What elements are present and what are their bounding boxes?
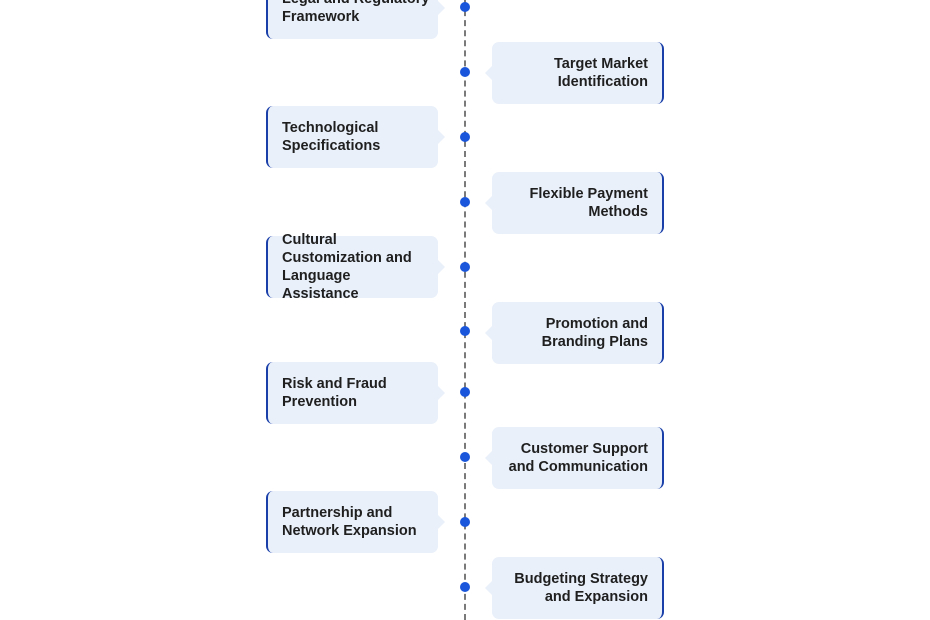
card-label: Cultural Customization and Language Assi… — [282, 232, 412, 302]
timeline-dot — [460, 2, 470, 12]
card-label: Legal and Regulatory Framework — [282, 0, 429, 25]
timeline-card-budgeting: Budgeting Strategy and Expansion — [485, 557, 664, 619]
timeline-dot — [460, 582, 470, 592]
card-label: Customer Support and Communication — [508, 441, 648, 475]
timeline-card-partnership: Partnership and Network Expansion — [266, 491, 445, 553]
timeline-dot — [460, 326, 470, 336]
timeline-card-risk: Risk and Fraud Prevention — [266, 362, 445, 424]
timeline-dot — [460, 517, 470, 527]
card-label: Budgeting Strategy and Expansion — [514, 571, 648, 605]
timeline-dot — [460, 387, 470, 397]
timeline-card-target-market: Target Market Identification — [485, 42, 664, 104]
timeline-card-promotion: Promotion and Branding Plans — [485, 302, 664, 364]
card-label: Flexible Payment Methods — [529, 186, 648, 220]
timeline-card-payment: Flexible Payment Methods — [485, 172, 664, 234]
timeline-line — [464, 0, 466, 620]
card-label: Promotion and Branding Plans — [541, 316, 648, 350]
timeline-card-legal: Legal and Regulatory Framework — [266, 0, 445, 39]
card-label: Partnership and Network Expansion — [282, 505, 417, 539]
timeline-card-cultural: Cultural Customization and Language Assi… — [266, 232, 445, 302]
timeline-dot — [460, 262, 470, 272]
card-label: Risk and Fraud Prevention — [282, 376, 387, 410]
timeline-dot — [460, 197, 470, 207]
card-label: Target Market Identification — [553, 56, 648, 90]
timeline-dot — [460, 132, 470, 142]
timeline-dot — [460, 452, 470, 462]
timeline-dot — [460, 67, 470, 77]
card-label: Technological Specifications — [282, 120, 381, 154]
timeline-card-technological: Technological Specifications — [266, 106, 445, 168]
timeline-card-customer-support: Customer Support and Communication — [485, 427, 664, 489]
